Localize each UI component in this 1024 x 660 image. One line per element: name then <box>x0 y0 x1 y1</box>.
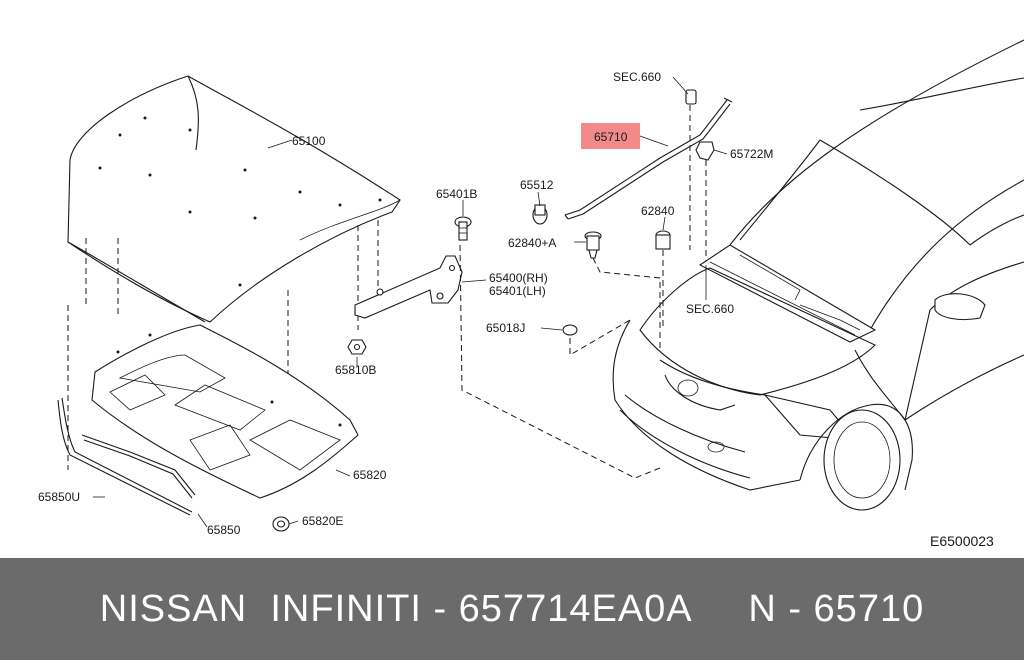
plug <box>562 324 578 336</box>
hood-insulator <box>91 324 359 499</box>
part-labels: 65100 65401B 65512 62840+A 62840 65400(R… <box>38 70 994 549</box>
label-65710: 65710 <box>594 130 628 144</box>
stay-clip <box>655 230 671 250</box>
label-62840: 62840 <box>641 204 675 218</box>
hinge-nut <box>347 339 367 355</box>
stay-clip-a <box>584 231 602 259</box>
label-65401lh: 65401(LH) <box>489 284 546 298</box>
hood-stay-rod <box>564 97 733 220</box>
label-65400rh: 65400(RH) <box>489 271 548 285</box>
label-65401b: 65401B <box>436 187 477 201</box>
insulator-clip <box>272 516 290 532</box>
figure-code: E6500023 <box>930 533 994 549</box>
label-65820e: 65820E <box>302 514 343 528</box>
label-65018j: 65018J <box>486 321 525 335</box>
part-number-caption: NISSAN INFINITI - 657714EA0A N - 65710 <box>99 587 925 630</box>
label-65100: 65100 <box>292 134 326 148</box>
parts-diagram: 65100 65401B 65512 62840+A 62840 65400(R… <box>38 39 1024 549</box>
label-65820: 65820 <box>353 468 387 482</box>
vehicle-body <box>612 39 1024 511</box>
hood-bumper <box>532 204 548 225</box>
stay-grommet <box>695 141 715 161</box>
label-65810b: 65810B <box>335 363 376 377</box>
label-65512: 65512 <box>520 178 554 192</box>
sec660-bracket <box>685 89 697 105</box>
highlight-65710 <box>581 123 640 149</box>
caption-bar: NISSAN INFINITI - 657714EA0A N - 65710 <box>0 558 1024 660</box>
hinge-bolt <box>454 216 472 241</box>
label-sec660-mid: SEC.660 <box>686 302 734 316</box>
hood-seal <box>57 397 196 516</box>
label-62840a: 62840+A <box>508 236 556 250</box>
label-65850u: 65850U <box>38 490 80 504</box>
label-65850: 65850 <box>207 523 241 537</box>
label-sec660-top: SEC.660 <box>613 70 661 84</box>
leader-lines <box>93 76 728 528</box>
label-65722m: 65722M <box>730 147 773 161</box>
hood-hinge <box>354 255 463 319</box>
hood-panel <box>67 75 401 323</box>
